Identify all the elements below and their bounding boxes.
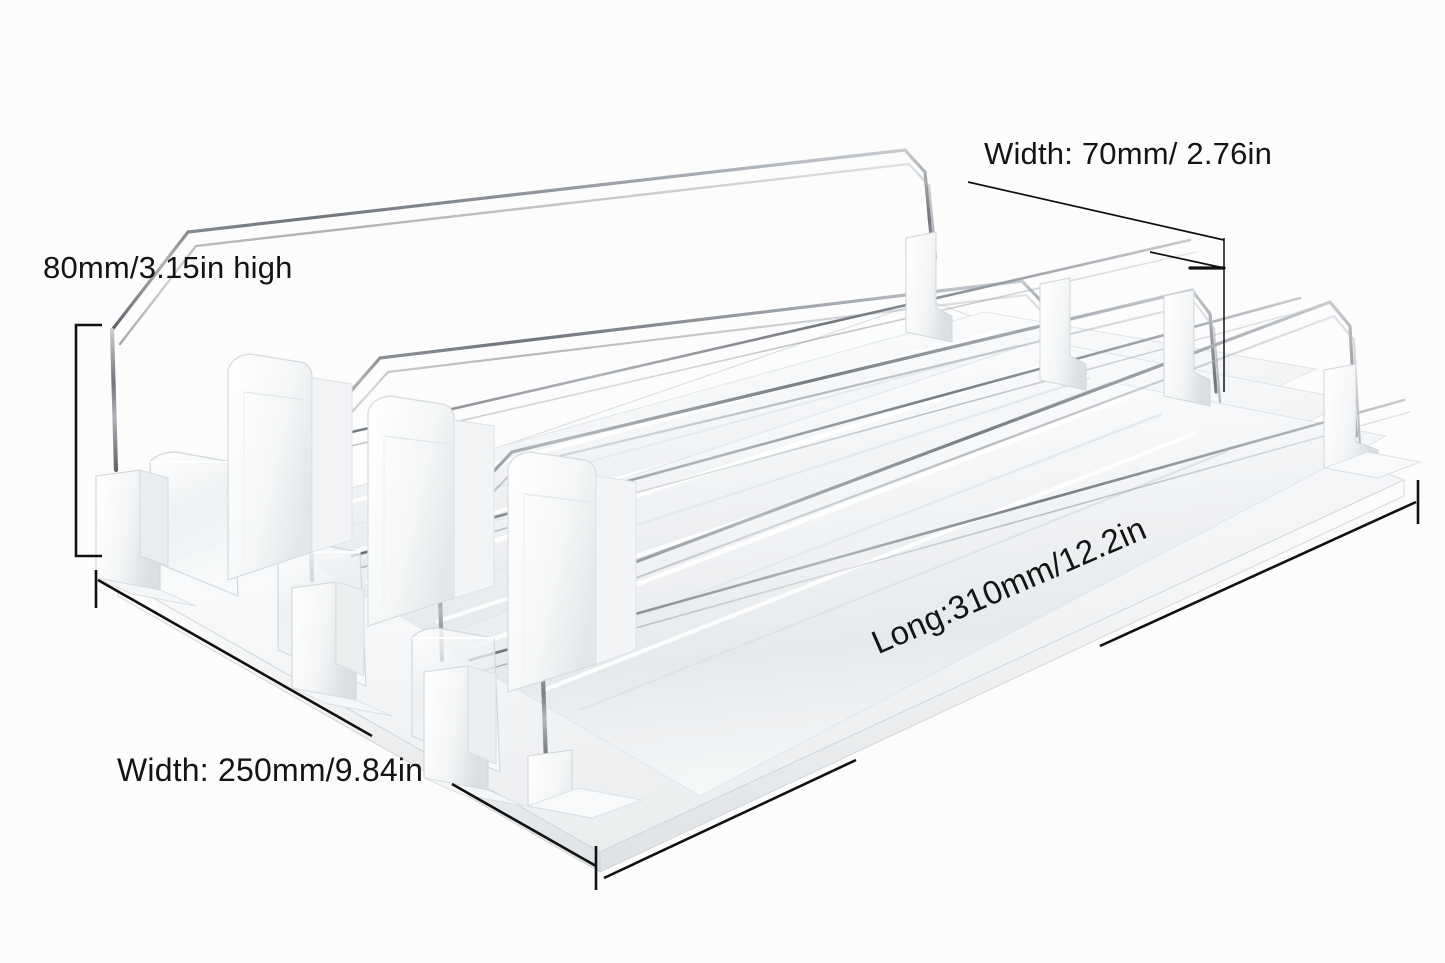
product-channels [234,311,1388,797]
wire-rail-rear [109,148,938,473]
paddle-fin-3 [595,475,637,665]
rail-foot-right [1322,451,1422,479]
pusher-paddle-1 [227,353,313,581]
wire-rail-third [435,288,1222,663]
pusher-paddles [227,353,637,693]
mounting-block-3 [423,665,525,807]
channel-lane-middle [328,339,1354,755]
pusher-paddle-2 [367,395,455,627]
length-dimension-label: Long:310mm/12.2in [866,509,1152,661]
height-dimension-bracket [74,323,102,558]
wire-long-runs [236,238,1411,673]
width-70-dimension-leaders [967,181,1226,392]
rail-clip-4 [1323,363,1379,479]
acrylic-front-guards [149,451,501,773]
height-dimension-label: 80mm/3.15in high [43,250,293,285]
wire-rail-second [305,279,1058,583]
mounting-block-1 [95,469,197,607]
paddle-fin-1 [311,377,353,553]
rail-clip-3 [1163,289,1211,407]
paddle-fin-2 [453,419,495,599]
width-dimension-label: Width: 250mm/9.84in [117,752,424,788]
mounting-block-4 [526,749,644,819]
mounting-block-2 [291,581,393,717]
rail-clips-mid [905,231,1422,479]
long-310-dimension-line [603,480,1420,880]
channel-lane-rear [234,311,1318,711]
rail-clip-1 [905,231,953,343]
width-250-dimension-line [94,570,598,890]
depth-dimension-label: Width: 70mm/ 2.76in [984,136,1273,171]
pusher-paddle-3 [507,451,597,693]
product-shadow [110,300,1418,876]
wire-rail-front [539,300,1362,765]
channel-lane-front [430,381,1388,797]
rail-clip-2 [1039,277,1087,391]
